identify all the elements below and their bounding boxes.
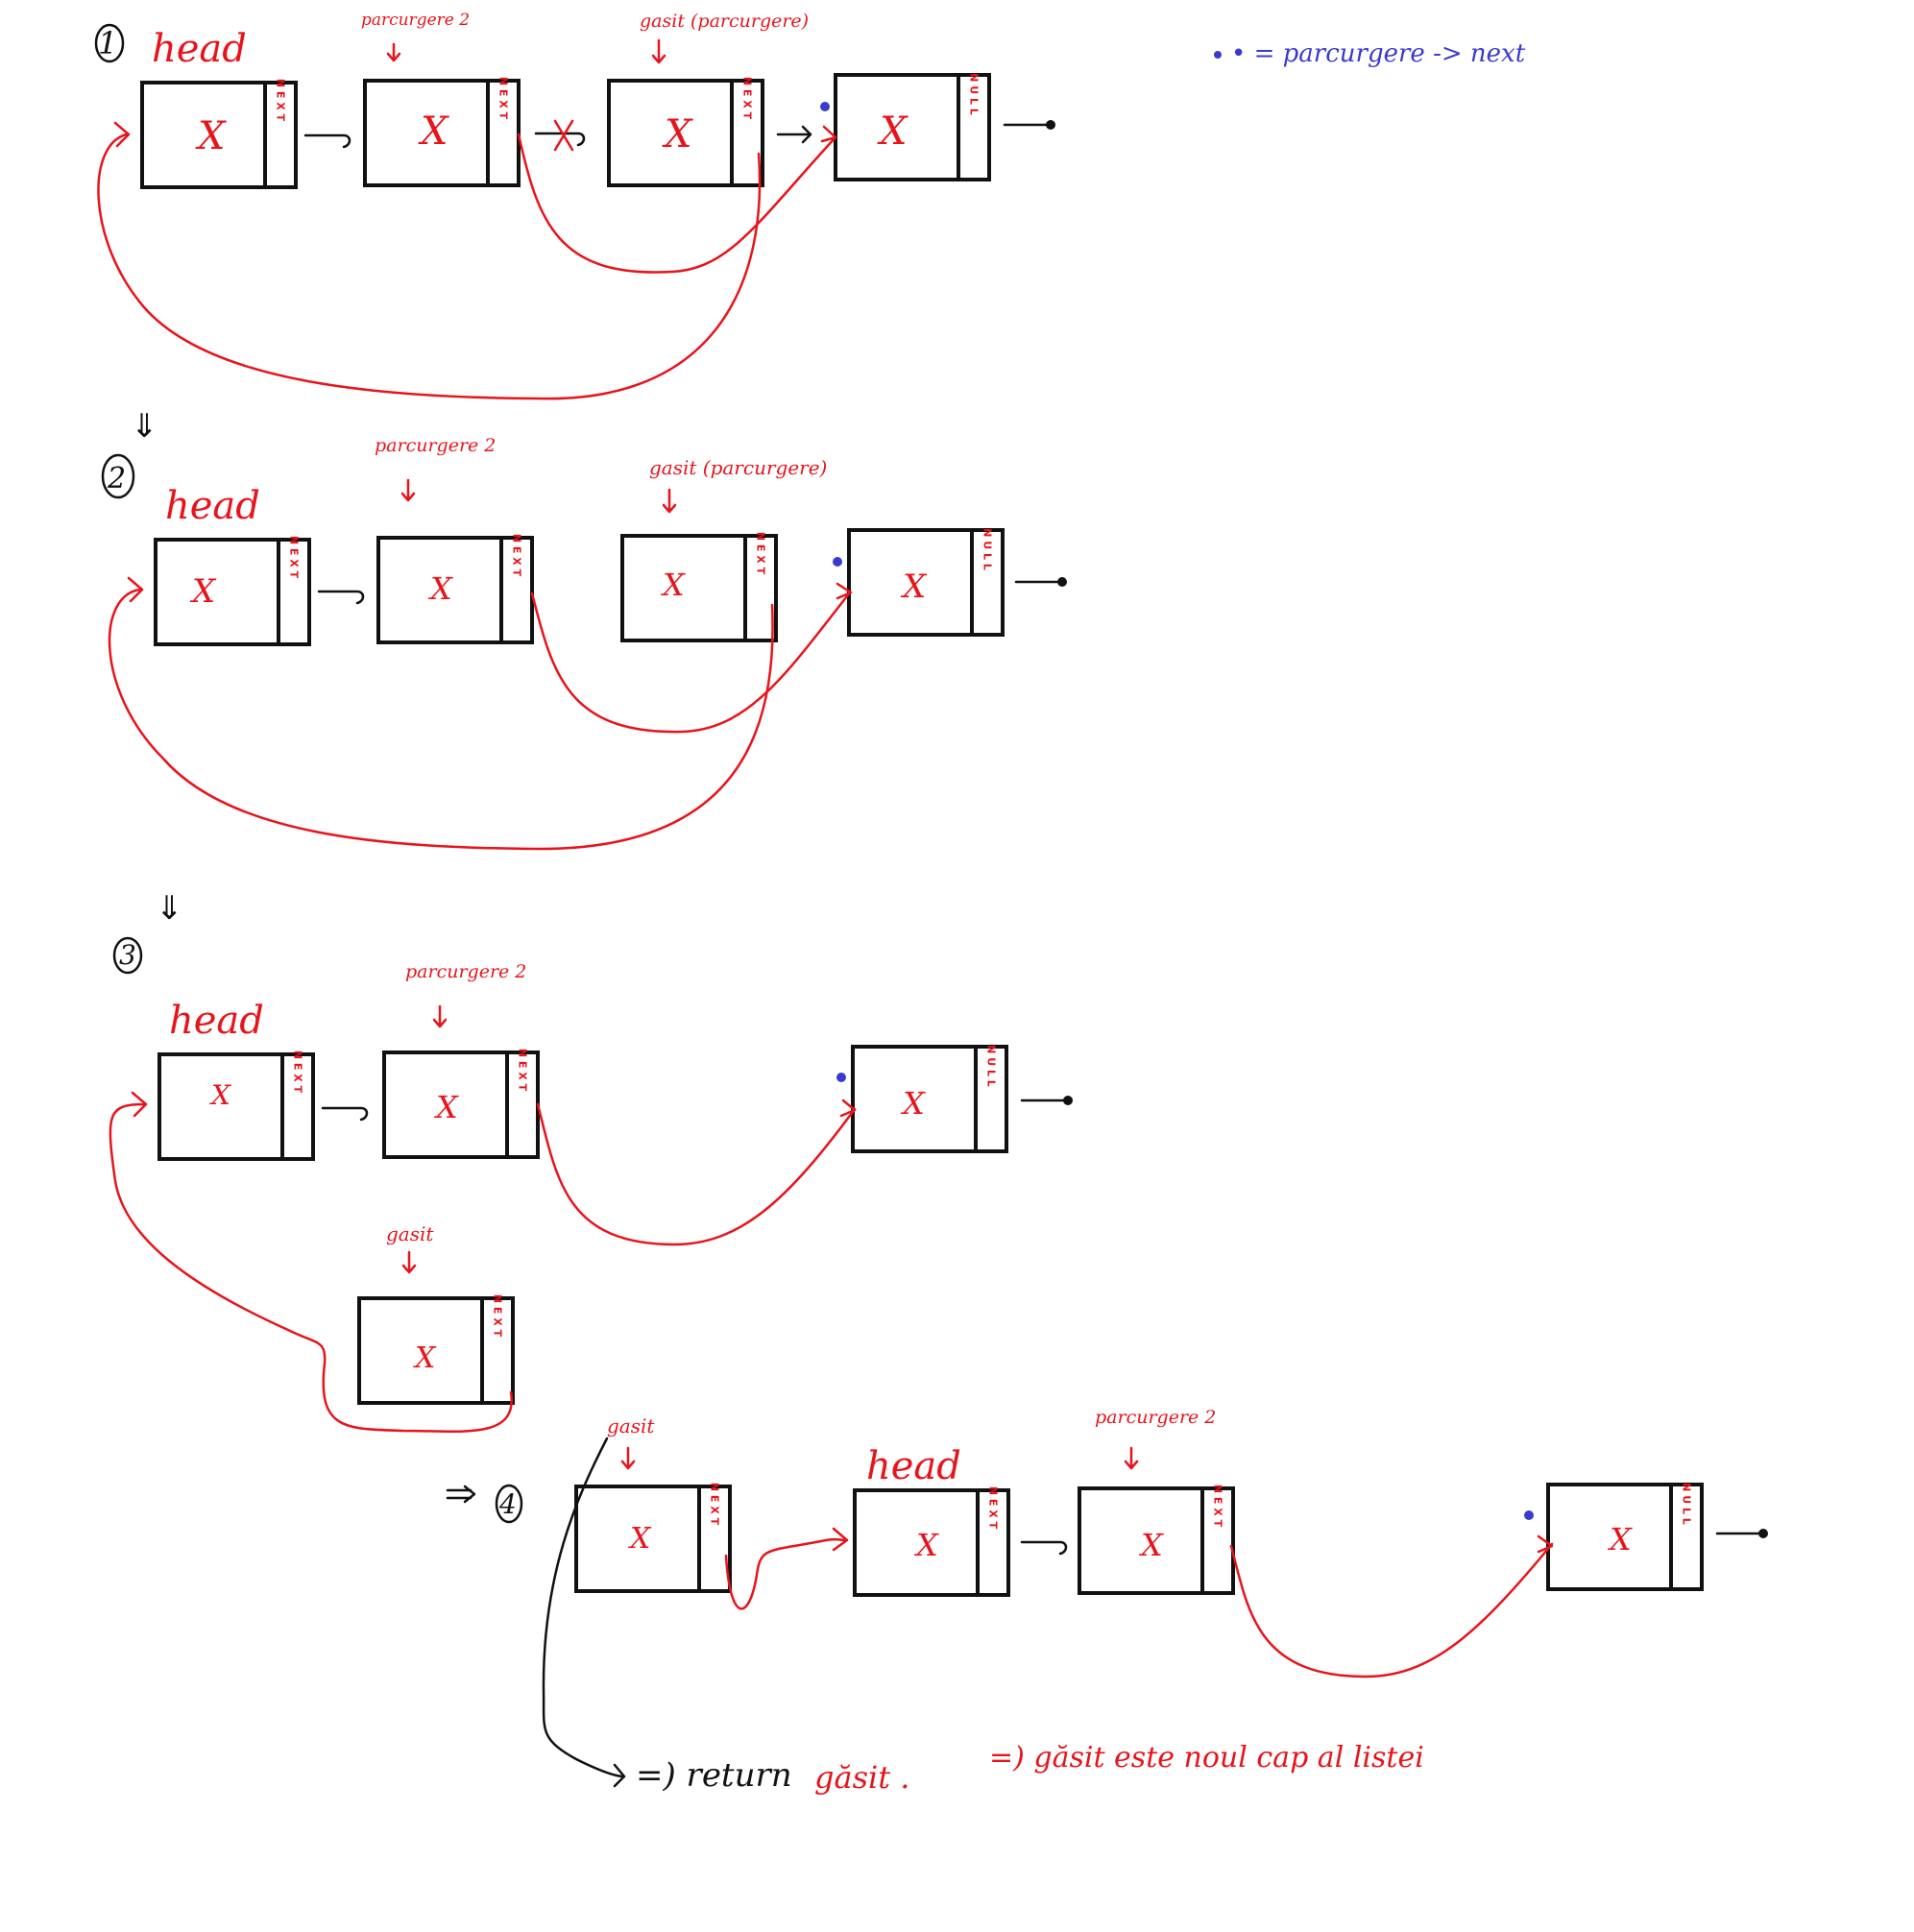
null-field: N U L L	[1681, 1483, 1693, 1525]
list-node: X N E X T	[1078, 1485, 1235, 1595]
next-field: N E X T	[492, 1294, 504, 1338]
step-1: 1 head parcurgere 2 gasit (parcurgere) X…	[94, 11, 1055, 400]
next-field: N E X T	[275, 79, 287, 122]
null-field: N U L L	[985, 1045, 998, 1087]
step-number: 4	[498, 1488, 517, 1520]
list-node: X N E X T	[357, 1294, 515, 1405]
step-number-circle-icon	[495, 1484, 523, 1524]
head-label: head	[165, 484, 260, 528]
next-field: N E X T	[709, 1483, 721, 1526]
node-value: X	[913, 1527, 939, 1563]
node-value: X	[1607, 1521, 1633, 1558]
gasit-label: gasit (parcurgere)	[640, 11, 809, 32]
legend-dot-icon	[1214, 51, 1222, 59]
gasit-label: gasit (parcurgere)	[649, 456, 827, 479]
node-value: X	[900, 1085, 926, 1122]
node-value: X	[195, 114, 227, 158]
list-node: X N U L L	[847, 528, 1005, 637]
list-node: X N E X T	[157, 1051, 315, 1161]
step-2: 2 head parcurgere 2 gasit (parcurgere) X…	[101, 435, 1067, 851]
parcurgere-next-dot-icon	[1524, 1510, 1534, 1520]
next-field: N E X T	[755, 532, 767, 575]
list-node: X N E X T	[607, 77, 764, 187]
null-field: N U L L	[981, 528, 994, 570]
gasit-label: gasit	[607, 1414, 655, 1437]
node-value: X	[413, 1341, 437, 1375]
next-field: N E X T	[511, 534, 523, 577]
legend-text: • = parcurgere -> next	[1231, 39, 1526, 68]
node-value: X	[877, 109, 909, 154]
step-number-circle-icon	[101, 453, 135, 499]
return-text: =) return	[636, 1756, 792, 1795]
list-node: X N E X T	[382, 1049, 540, 1159]
step-number: 2	[107, 462, 126, 495]
node-value: X	[418, 109, 449, 154]
next-field: N E X T	[517, 1049, 529, 1092]
gasit-label: gasit	[386, 1222, 434, 1245]
step-number: 3	[119, 939, 136, 971]
next-field: N E X T	[741, 77, 754, 120]
list-node: X N U L L	[851, 1045, 1008, 1153]
head-label: head	[866, 1444, 961, 1488]
step-arrow: ⇓	[156, 889, 183, 928]
return-value: găsit .	[814, 1759, 909, 1796]
list-node: X N E X T	[574, 1483, 732, 1593]
node-value: X	[209, 1079, 231, 1111]
null-field: N U L L	[968, 73, 981, 115]
parcurgere2-label: parcurgere 2	[405, 961, 526, 982]
node-value: X	[900, 568, 928, 606]
list-node: X N E X T	[620, 532, 778, 642]
head-label: head	[152, 27, 247, 71]
parcurgere-next-dot-icon	[836, 1073, 846, 1082]
next-field: N E X T	[288, 536, 301, 579]
next-field: N E X T	[987, 1486, 1000, 1530]
node-value: X	[427, 570, 453, 607]
next-field: N E X T	[292, 1051, 304, 1094]
list-node: X N U L L	[1546, 1483, 1704, 1591]
node-value: X	[660, 567, 686, 603]
node-value: X	[628, 1522, 652, 1556]
list-node: X N E X T	[363, 77, 521, 187]
step-number-circle-icon	[112, 936, 143, 975]
node-value: X	[662, 112, 693, 157]
head-label: head	[169, 999, 264, 1043]
step-arrow: ⇓	[131, 407, 158, 446]
list-node: X N U L L	[834, 73, 991, 181]
list-node: X N E X T	[376, 534, 534, 644]
parcurgere-next-dot-icon	[820, 102, 830, 111]
parcurgere-next-dot-icon	[833, 557, 842, 567]
step-number-circle-icon	[94, 23, 125, 63]
next-field: N E X T	[1212, 1485, 1224, 1528]
node-value: X	[1138, 1527, 1164, 1563]
parcurgere2-label: parcurgere 2	[361, 11, 470, 30]
list-node: X N E X T	[154, 536, 311, 646]
step-number: 1	[98, 25, 117, 61]
parcurgere2-label: parcurgere 2	[1095, 1407, 1216, 1428]
next-field: N E X T	[497, 77, 510, 120]
conclusion-text: =) găsit este noul cap al listei	[989, 1741, 1424, 1775]
step-4: 4 gasit head parcurgere 2 X N E X T X N …	[446, 1407, 1768, 1788]
parcurgere2-label: parcurgere 2	[375, 435, 496, 456]
step-3: 3 head parcurgere 2 X N E X T X N E X T …	[109, 936, 1073, 1434]
node-value: X	[189, 572, 217, 611]
list-node: X N E X T	[853, 1486, 1010, 1597]
list-node: X N E X T	[140, 79, 298, 189]
node-value: X	[433, 1089, 459, 1125]
